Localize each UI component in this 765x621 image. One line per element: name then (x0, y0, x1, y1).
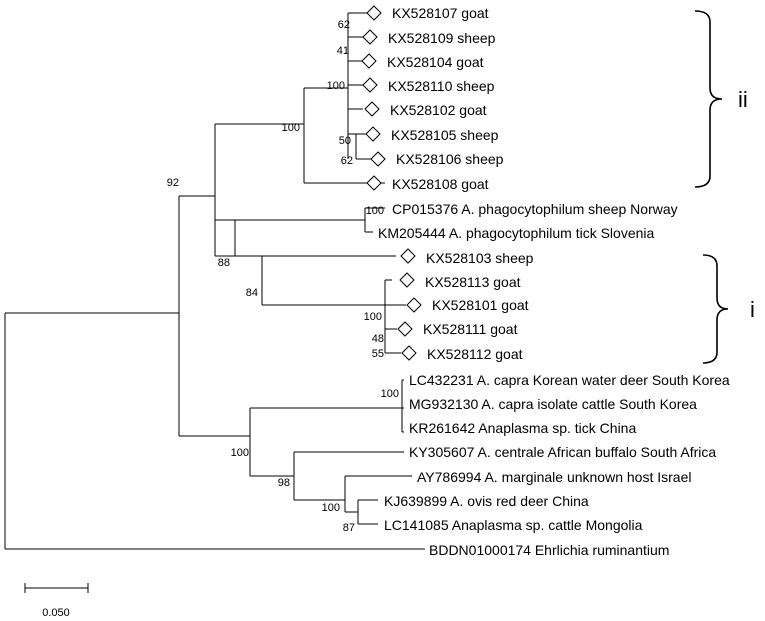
leaf-label: KX528112 goat (427, 346, 523, 362)
diamond-marker (401, 345, 417, 361)
tree-branches (4, 12, 425, 550)
leaf-label: KX528106 sheep (396, 151, 504, 167)
scale-bar: 0.050 (24, 583, 89, 619)
leaf-label: KJ639899 A. ovis red deer China (384, 493, 589, 509)
leaf-label: KX528101 goat (432, 297, 529, 313)
bootstrap-value: 100 (366, 205, 384, 217)
bootstrap-value: 87 (343, 522, 355, 534)
diamond-marker (361, 53, 377, 69)
leaf-label: KX528110 sheep (388, 78, 495, 94)
diamond-marker (362, 29, 378, 45)
leaf-label: AY786994 A. marginale unknown host Israe… (417, 469, 691, 485)
clade-i-label: i (750, 297, 755, 322)
bootstrap-value: 98 (278, 477, 290, 489)
leaf-label: KX528107 goat (392, 5, 489, 21)
diamond-marker (399, 272, 415, 288)
leaf-label: BDDN01000174 Ehrlichia ruminantium (429, 542, 669, 558)
diamond-marker (400, 248, 416, 264)
diamond-marker (366, 5, 382, 21)
leaf-label: KX528109 sheep (388, 30, 496, 46)
bootstrap-value: 92 (167, 177, 179, 189)
leaf-label: KX528113 goat (425, 274, 521, 290)
leaf-label: KX528104 goat (387, 54, 484, 70)
bootstrap-value: 48 (372, 333, 384, 345)
leaf-label: KX528103 sheep (426, 250, 534, 266)
leaf-label: KX528105 sheep (391, 127, 499, 143)
leaf-label: LC141085 Anaplasma sp. cattle Mongolia (384, 517, 643, 533)
bootstrap-value: 84 (246, 287, 258, 299)
diamond-marker (397, 321, 413, 337)
leaf-label: CP015376 A. phagocytophilum sheep Norway (392, 201, 678, 217)
diamond-marker (370, 151, 386, 167)
bootstrap-value: 100 (282, 122, 300, 134)
leaf-label: KX528111 goat (423, 321, 518, 337)
bootstrap-value: 100 (364, 311, 382, 323)
taxon-markers (361, 5, 422, 361)
bootstrap-value: 100 (327, 80, 345, 92)
clade-i-bracket (702, 254, 729, 364)
bootstrap-value: 88 (218, 257, 230, 269)
leaf-labels: KX528107 goat KX528109 sheep KX528104 go… (378, 5, 730, 558)
leaf-label: KX528102 goat (390, 102, 487, 118)
leaf-label: MG932130 A. capra isolate cattle South K… (409, 396, 697, 412)
leaf-label: KX528108 goat (392, 176, 489, 192)
leaf-label: LC432231 A. capra Korean water deer Sout… (409, 372, 730, 388)
diamond-marker (365, 126, 381, 142)
bootstrap-value: 100 (231, 447, 249, 459)
scale-bar-label: 0.050 (42, 607, 70, 619)
clade-ii-bracket (694, 10, 723, 188)
leaf-label: KY305607 A. centrale African buffalo Sou… (409, 444, 716, 460)
bootstrap-value: 100 (322, 502, 340, 514)
bootstrap-value: 55 (372, 348, 384, 360)
bootstrap-value: 50 (339, 135, 351, 147)
diamond-marker (366, 175, 382, 191)
diamond-marker (406, 297, 422, 313)
bootstrap-value: 100 (381, 388, 399, 400)
clade-ii-label: ii (738, 87, 748, 112)
diamond-marker (364, 101, 380, 117)
bootstrap-value: 62 (338, 19, 350, 31)
bootstrap-values: 62 41 100 100 50 62 92 100 88 84 100 48 … (167, 19, 399, 534)
bootstrap-value: 62 (341, 155, 353, 167)
bootstrap-value: 41 (337, 45, 349, 57)
leaf-label: KM205444 A. phagocytophilum tick Sloveni… (378, 225, 654, 241)
leaf-label: KR261642 Anaplasma sp. tick China (409, 420, 636, 436)
diamond-marker (362, 77, 378, 93)
